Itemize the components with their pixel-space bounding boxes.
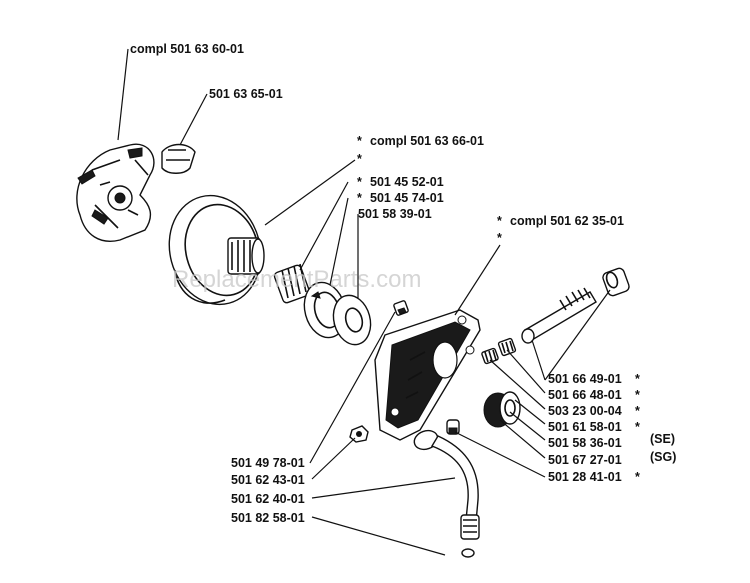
clutch-drum	[168, 194, 265, 306]
label-l4: 501 82 58-01	[231, 511, 305, 525]
label-drum-compl: compl 501 63 66-01	[370, 134, 484, 148]
label-r5: 501 58 36-01	[548, 436, 622, 450]
label-drum-star2: *	[357, 152, 362, 166]
label-bearing: 501 45 52-01	[370, 175, 444, 189]
label-pump-star2: *	[497, 231, 502, 245]
label-r7-star: *	[635, 470, 640, 484]
label-r4: 501 61 58-01	[548, 420, 622, 434]
oil-hose	[413, 429, 480, 558]
needle-bearing	[273, 263, 311, 304]
label-l3: 501 62 40-01	[231, 492, 305, 506]
label-r1: 501 66 49-01	[548, 372, 622, 386]
label-washer: 501 58 39-01	[358, 207, 432, 221]
label-r2: 501 66 48-01	[548, 388, 622, 402]
label-r5-note: (SE)	[650, 432, 675, 446]
label-clutch-compl: compl 501 63 60-01	[130, 42, 244, 56]
clutch-spring	[161, 143, 196, 174]
pump-plug	[446, 419, 460, 435]
label-r6-note: (SG)	[650, 450, 676, 464]
label-l1: 501 49 78-01	[231, 456, 305, 470]
oil-pump-body	[374, 309, 481, 441]
label-pump-compl: compl 501 62 35-01	[510, 214, 624, 228]
label-l2: 501 62 43-01	[231, 473, 305, 487]
pump-small-parts	[481, 337, 517, 365]
watermark-text: ReplacementParts.com	[172, 266, 421, 293]
label-r6: 501 67 27-01	[548, 453, 622, 467]
label-r3: 503 23 00-04	[548, 404, 622, 418]
label-sprocket-star: *	[357, 191, 362, 205]
label-r3-star: *	[635, 404, 640, 418]
washer	[332, 294, 372, 346]
label-pump-compl-star: *	[497, 214, 502, 228]
label-r2-star: *	[635, 388, 640, 402]
pump-bolt	[393, 300, 409, 316]
leader-lines	[117, 48, 611, 556]
label-clutch-spring: 501 63 65-01	[209, 87, 283, 101]
label-bearing-star: *	[357, 175, 362, 189]
worm-shaft	[521, 267, 630, 344]
label-r7: 501 28 41-01	[548, 470, 622, 484]
label-r4-star: *	[635, 420, 640, 434]
clutch-assembly	[76, 143, 155, 242]
label-r1-star: *	[635, 372, 640, 386]
label-sprocket: 501 45 74-01	[370, 191, 444, 205]
label-drum-compl-star: *	[357, 134, 362, 148]
